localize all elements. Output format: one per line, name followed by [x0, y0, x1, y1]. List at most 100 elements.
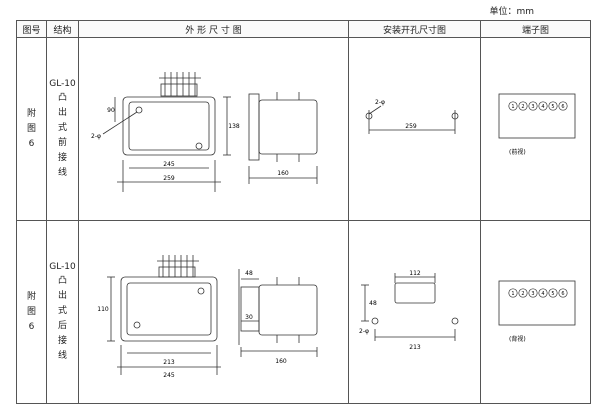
model-label: GL-10 — [49, 79, 76, 89]
dim-hole: 2-φ — [91, 133, 101, 140]
terminal-number: 3 — [531, 104, 534, 110]
terminal-circle — [507, 101, 518, 111]
rear-mount-bracket — [240, 286, 259, 332]
fig-char: 6 — [28, 138, 35, 149]
outline-drawing-cell: 213 245 110 48 30 160 — [78, 220, 349, 404]
terminal-circle — [537, 101, 548, 111]
fig-number-cell: 附 图 6 — [16, 220, 47, 404]
panel-cutout — [394, 282, 435, 304]
dim-mount-259: 259 — [405, 123, 417, 130]
outline-drawing-cell: 245 259 90 138 160 2-φ — [78, 37, 349, 221]
dim-110: 110 — [97, 306, 109, 313]
terminal-panel — [498, 93, 575, 139]
rear-body-outline — [120, 276, 217, 342]
header-fig-no: 图号 — [16, 20, 47, 38]
terminal-block — [158, 266, 195, 278]
structure-cell: GL-10 凸 出 式 后 接 线 — [46, 220, 79, 404]
mount-hole-right — [197, 287, 204, 295]
structure-char: 前 — [57, 138, 67, 148]
model-label: GL-10 — [49, 262, 76, 272]
dim-259: 259 — [163, 175, 175, 182]
terminal-number: 5 — [551, 291, 554, 297]
header-structure: 结构 — [46, 20, 79, 38]
terminal-circle — [527, 288, 538, 298]
dim-160: 160 — [277, 170, 289, 177]
side-panel — [248, 93, 259, 161]
mount-hole-left — [133, 321, 140, 329]
structure-char: 出 — [57, 291, 67, 301]
dim-mount-hole: 2-φ — [359, 328, 369, 335]
mounting-drawing-cell: 259 2-φ — [348, 37, 481, 221]
outline-drawing-rear: 213 245 110 48 30 160 — [97, 255, 317, 379]
terminal-number: 2 — [521, 291, 524, 297]
rear-body-inner — [126, 282, 211, 336]
header-terminal: 端子图 — [480, 20, 591, 38]
fig-char: 6 — [28, 321, 35, 332]
structure-cell: GL-10 凸 出 式 前 接 线 — [46, 37, 79, 221]
terminal-number: 4 — [541, 104, 544, 110]
terminal-panel — [498, 280, 575, 326]
structure-char: 接 — [57, 153, 67, 163]
terminal-circle — [557, 101, 568, 111]
dim-mount-112: 112 — [409, 270, 421, 277]
structure-char: 凸 — [57, 276, 67, 286]
terminal-number: 1 — [511, 104, 514, 110]
terminal-circle — [527, 101, 538, 111]
terminal-circle — [547, 288, 558, 298]
front-body-inner — [128, 101, 209, 151]
header-outline: 外 形 尺 寸 图 — [78, 20, 349, 38]
terminal-circle — [517, 101, 528, 111]
terminal-number: 5 — [551, 104, 554, 110]
fig-char: 附 — [26, 291, 36, 302]
dim-213: 213 — [163, 359, 175, 366]
dim-245: 245 — [163, 161, 175, 168]
view-label: (背视) — [509, 335, 526, 343]
view-label: (前视) — [509, 148, 526, 156]
dim-90: 90 — [107, 107, 115, 114]
mounting-drawing-cell: 112 48 213 2-φ — [348, 220, 481, 404]
front-body-outline — [122, 96, 215, 156]
terminal-number: 6 — [561, 104, 564, 110]
dim-mount-213: 213 — [409, 344, 421, 351]
fig-number-cell: 附 图 6 — [16, 37, 47, 221]
structure-char: 线 — [57, 351, 67, 361]
mounting-drawing-front: 259 2-φ — [365, 99, 458, 134]
unit-label: 单位：mm — [489, 7, 534, 17]
terminal-diagram-rear: 1 2 3 4 5 6 (背视) — [498, 280, 575, 343]
mount-hole-left — [135, 106, 142, 114]
fig-char: 图 — [26, 123, 36, 134]
dim-30: 30 — [245, 314, 253, 321]
table-row: 附 图 6 GL-10 凸 出 式 后 接 线 — [16, 220, 591, 404]
structure-char: 出 — [57, 108, 67, 118]
terminal-circle — [507, 288, 518, 298]
outline-drawing-front: 245 259 90 138 160 2-φ — [91, 72, 317, 192]
terminal-circle — [517, 288, 528, 298]
side-body — [258, 99, 317, 155]
dim-160: 160 — [275, 358, 287, 365]
terminal-number: 6 — [561, 291, 564, 297]
terminal-number: 3 — [531, 291, 534, 297]
terminal-block — [160, 83, 197, 97]
terminal-number: 4 — [541, 291, 544, 297]
mount-hole-right — [451, 317, 458, 325]
side-body — [258, 284, 317, 336]
fig-char: 附 — [26, 108, 36, 119]
terminal-circle — [557, 288, 568, 298]
dim-138: 138 — [228, 123, 240, 130]
table-row: 附 图 6 GL-10 凸 出 式 前 接 线 — [16, 37, 591, 221]
dim-mount-48: 48 — [369, 300, 377, 307]
dim-mount-hole: 2-φ — [375, 99, 385, 106]
structure-char: 接 — [57, 336, 67, 346]
mount-hole-left — [371, 317, 378, 325]
terminal-number: 1 — [511, 291, 514, 297]
terminal-drawing-cell: 1 2 3 4 5 6 (背视) — [480, 220, 591, 404]
header-row: 图号 结构 外 形 尺 寸 图 安装开孔尺寸图 端子图 — [16, 20, 591, 38]
mount-hole-right — [195, 142, 202, 150]
structure-char: 后 — [57, 321, 67, 331]
terminal-circle — [547, 101, 558, 111]
mounting-drawing-rear: 112 48 213 2-φ — [359, 270, 458, 351]
structure-char: 式 — [57, 123, 67, 133]
